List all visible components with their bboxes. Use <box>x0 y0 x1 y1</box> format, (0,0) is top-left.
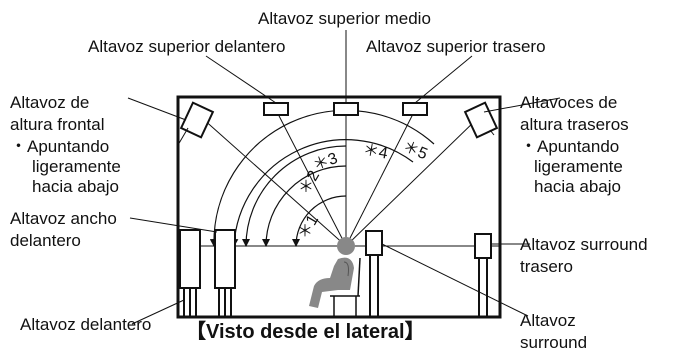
label-top-middle: Altavoz superior medio <box>258 9 431 28</box>
room-outline <box>176 95 502 319</box>
label-front-height-note-3: hacia abajo <box>32 177 119 196</box>
label-surround-2: surround <box>520 333 587 352</box>
angle-mark-1: ＊1 <box>295 212 322 242</box>
label-front-height-1: Altavoz de <box>10 93 89 112</box>
angle-mark-3: ＊3 <box>311 150 340 175</box>
top-front-speaker <box>263 102 289 116</box>
label-rear-height-note-2: ligeramente <box>534 157 623 176</box>
label-top-rear: Altavoz superior trasero <box>366 37 546 56</box>
front-wide-speaker <box>214 229 236 316</box>
sight-lines <box>201 109 479 247</box>
label-surround-1: Altavoz <box>520 311 576 330</box>
label-surround-rear-2: trasero <box>520 257 573 276</box>
leader-lines <box>127 30 561 325</box>
top-rear-speaker <box>402 102 428 116</box>
diagram-caption: 【Visto desde el lateral】 <box>186 320 425 343</box>
label-front-wide-1: Altavoz ancho <box>10 209 117 228</box>
label-front: Altavoz delantero <box>20 315 151 334</box>
label-front-height-note-1: ・Apuntando <box>10 137 109 156</box>
angle-mark-4: ＊4 <box>362 142 390 163</box>
top-middle-speaker <box>333 102 359 116</box>
label-rear-height-note-1: ・Apuntando <box>520 137 619 156</box>
chair <box>330 257 361 316</box>
front-height-speaker <box>179 101 215 139</box>
listener <box>309 237 355 308</box>
label-front-wide-2: delantero <box>10 231 81 250</box>
label-rear-height-note-3: hacia abajo <box>534 177 621 196</box>
angle-mark-5: ＊5 <box>400 138 430 163</box>
label-front-height-2: altura frontal <box>10 115 105 134</box>
label-top-front: Altavoz superior delantero <box>88 37 286 56</box>
rear-surround-speaker <box>474 233 492 316</box>
label-rear-height-2: altura traseros <box>520 115 629 134</box>
angle-arcs <box>209 109 435 247</box>
label-surround-rear-1: Altavoz surround <box>520 235 648 254</box>
label-front-height-note-2: ligeramente <box>32 157 121 176</box>
surround-speaker <box>365 230 383 316</box>
front-speaker <box>179 229 201 316</box>
label-rear-height-1: Altavoces de <box>520 93 617 112</box>
